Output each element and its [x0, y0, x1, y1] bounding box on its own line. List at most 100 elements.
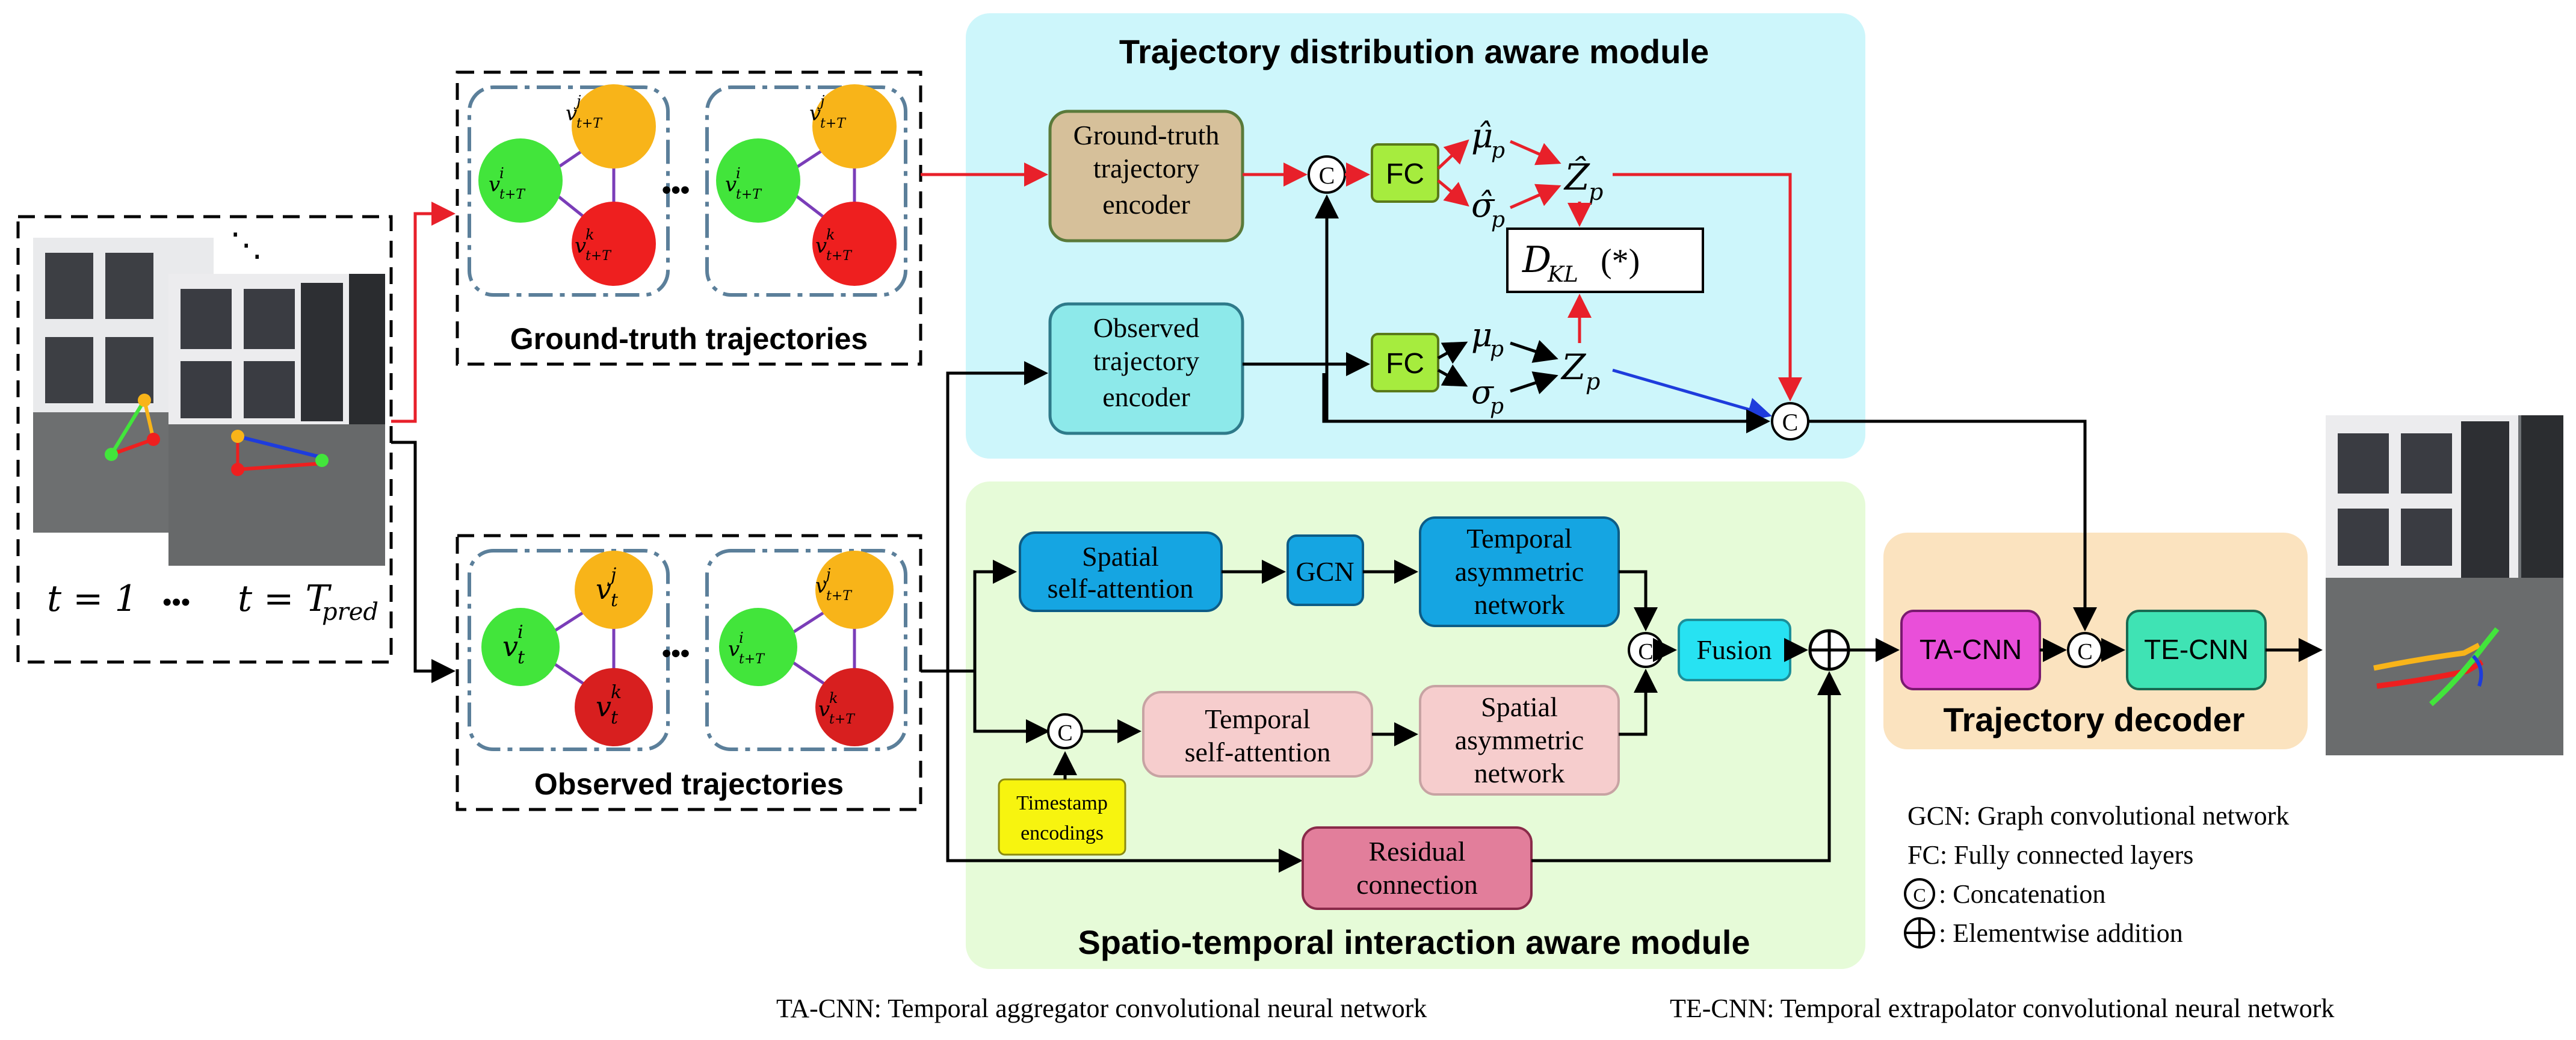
svg-text:t+T: t+T	[820, 116, 847, 131]
predicted-trajectory-green	[2429, 627, 2500, 707]
spatial-asymmetric-block	[1419, 685, 1620, 796]
fc-block-top	[1371, 143, 1439, 203]
svg-text:v: v	[596, 690, 611, 723]
svg-text:p: p	[1491, 138, 1505, 163]
svg-text:Ground-truth: Ground-truth	[1073, 120, 1220, 150]
svg-text:C: C	[1913, 884, 1926, 906]
svg-text:Ẑ: Ẑ	[1563, 156, 1590, 199]
svg-text:t+T: t+T	[826, 249, 853, 264]
svg-text:Spatial: Spatial	[1481, 692, 1558, 722]
svg-text:self-attention: self-attention	[1185, 737, 1331, 767]
svg-text:t: t	[611, 590, 619, 611]
svg-text:Observed: Observed	[1093, 312, 1199, 343]
svg-text:i: i	[739, 630, 744, 646]
svg-text:C: C	[1782, 409, 1799, 436]
svg-text:asymmetric: asymmetric	[1455, 725, 1584, 755]
svg-text:t+T: t+T	[499, 187, 526, 202]
z-hat-symbol: Ẑ p	[1563, 156, 1603, 205]
scene-ellipsis: ⋱	[230, 226, 262, 264]
svg-text:network: network	[1474, 758, 1565, 788]
time-range-label: t = 1 ••• t = T pred	[47, 578, 378, 626]
svg-text:k: k	[826, 226, 835, 243]
gt-pred-node-i	[716, 138, 800, 223]
svg-text:t+T: t+T	[739, 652, 765, 667]
legend-add: : Elementwise addition	[1939, 918, 2183, 948]
svg-text:v: v	[596, 573, 611, 605]
svg-text:v: v	[575, 234, 586, 258]
obs-last-node-j	[815, 551, 894, 629]
svg-text:μ̂: μ̂	[1471, 117, 1493, 156]
edge-fc-to-mu	[1437, 341, 1468, 364]
svg-text:connection: connection	[1356, 869, 1478, 900]
svg-text:KL: KL	[1547, 262, 1578, 287]
obs-node-i	[481, 608, 560, 686]
svg-text:C: C	[1319, 162, 1335, 189]
svg-text:TA-CNN: TA-CNN	[1920, 634, 2022, 665]
legend-fc: FC: Fully connected layers	[1907, 840, 2193, 870]
svg-text:i: i	[517, 622, 524, 643]
input-scene-stack: ⋱ t = 1 ••• t = T pred	[16, 215, 393, 664]
svg-text:pred: pred	[322, 598, 378, 626]
svg-text:encoder: encoder	[1102, 189, 1190, 220]
svg-text:p: p	[1491, 208, 1505, 232]
edge-spatial-asym-to-concat	[1619, 669, 1658, 736]
obs-node-j	[575, 551, 653, 629]
legend-concat-icon	[1904, 878, 1935, 909]
svg-text:C: C	[1638, 639, 1653, 664]
edge-obs-to-obs-encoder	[946, 361, 1048, 671]
legend: GCN: Graph convolutional network FC: Ful…	[1904, 801, 2289, 949]
obs-node-k	[575, 668, 653, 746]
svg-text:v: v	[728, 637, 740, 661]
svg-text:Fusion: Fusion	[1696, 634, 1771, 665]
svg-text:t+T: t+T	[736, 187, 762, 202]
svg-text:network: network	[1474, 589, 1565, 620]
svg-text:p: p	[1586, 368, 1600, 395]
svg-text:Temporal: Temporal	[1205, 704, 1311, 734]
svg-text:p: p	[1490, 337, 1504, 362]
svg-text:v: v	[818, 698, 830, 722]
edge-sigma-to-z	[1510, 371, 1558, 395]
svg-text:v: v	[815, 234, 827, 258]
svg-text:σ̂: σ̂	[1471, 186, 1495, 225]
edge-mu-to-z	[1510, 339, 1558, 363]
edge-z-to-concat	[1612, 368, 1772, 421]
svg-text:D: D	[1522, 239, 1551, 281]
svg-text:t = 1: t = 1	[47, 578, 138, 620]
legend-gcn: GCN: Graph convolutional network	[1907, 801, 2289, 831]
svg-text:Spatial: Spatial	[1082, 541, 1159, 572]
decoder-module-title: Trajectory decoder	[1943, 701, 2244, 738]
svg-text:asymmetric: asymmetric	[1455, 556, 1584, 587]
mu-hat-symbol: μ̂ p	[1471, 117, 1505, 163]
svg-text:GCN: GCN	[1296, 556, 1354, 587]
gt-pred-node-j	[812, 84, 897, 169]
svg-text:t: t	[611, 707, 619, 728]
svg-text:v: v	[809, 102, 821, 126]
svg-text:v: v	[815, 574, 827, 598]
footnote-ta-cnn: TA-CNN: Temporal aggregator convolutiona…	[776, 994, 1427, 1023]
gt-group-label: Ground-truth trajectories	[510, 322, 868, 356]
svg-text:trajectory: trajectory	[1093, 345, 1199, 376]
obs-last-node-k	[815, 668, 894, 746]
svg-text:p: p	[1589, 179, 1603, 205]
svg-text:μ: μ	[1471, 316, 1492, 354]
observed-trajectories-group: v i t v j t v k t ••• v i t+T v j t+T v …	[456, 534, 922, 811]
edge-input-to-gt	[391, 202, 456, 423]
kl-divergence-label: D KL (*)	[1522, 239, 1640, 287]
svg-text:t+T: t+T	[826, 589, 853, 604]
svg-text:FC: FC	[1386, 348, 1424, 380]
svg-text:p: p	[1490, 394, 1504, 419]
gt-node-i	[478, 138, 563, 223]
sigma-hat-symbol: σ̂ p	[1471, 186, 1505, 232]
edge-mu-hat-to-zhat	[1509, 140, 1561, 166]
svg-text:i: i	[499, 165, 504, 182]
svg-text:Timestamp: Timestamp	[1016, 792, 1108, 814]
obs-last-node-i	[719, 608, 797, 686]
edge-sigma-hat-to-zhat	[1509, 184, 1561, 209]
output-scene-photo	[2326, 415, 2563, 755]
elementwise-add-node	[1808, 629, 1850, 671]
svg-text:C: C	[2077, 639, 2092, 664]
gt-node-k	[572, 202, 656, 286]
svg-text:k: k	[829, 690, 838, 707]
gt-ellipsis: •••	[662, 175, 690, 205]
